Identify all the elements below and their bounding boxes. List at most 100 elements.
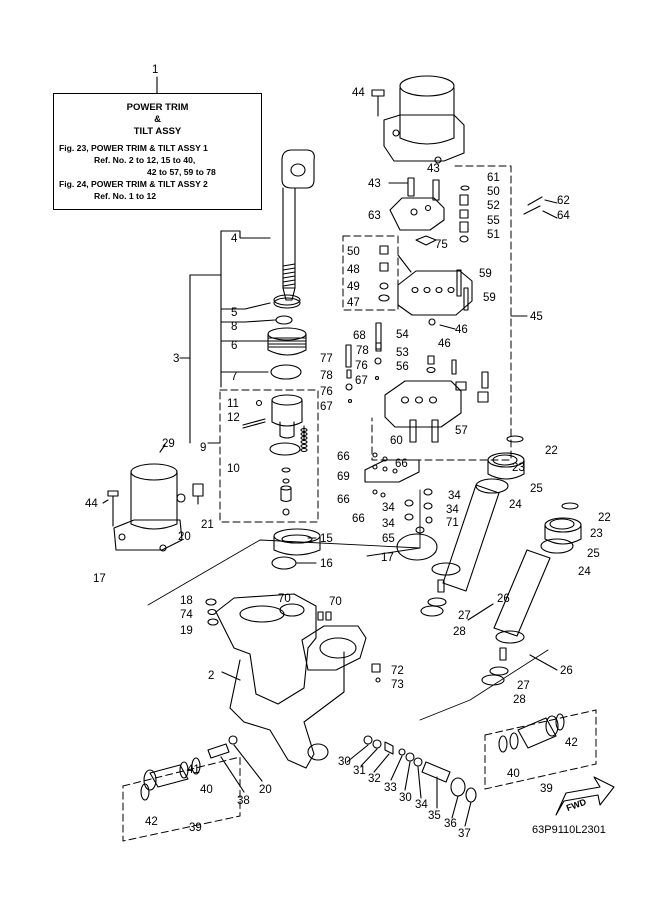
part-label-54: 54 (396, 329, 409, 341)
part-label-49: 49 (347, 281, 360, 293)
part-label-57: 57 (455, 425, 468, 437)
part-34e (413, 757, 423, 767)
valve-port (435, 286, 443, 294)
part-label-37: 37 (458, 828, 471, 840)
part-label-42a: 42 (145, 816, 158, 828)
assembly-info-box: POWER TRIM & TILT ASSY Fig. 23, POWER TR… (53, 93, 262, 210)
part-label-44b: 44 (85, 498, 98, 510)
part-27b (489, 666, 509, 676)
leader-2 (221, 671, 241, 681)
part-20-ring (176, 493, 186, 503)
part-46a (428, 318, 436, 326)
part-label-26a: 26 (497, 593, 510, 605)
leader-valve-train (417, 766, 422, 799)
block-port (400, 396, 410, 404)
diagram-code: 63P9110L2301 (532, 824, 606, 836)
sub-assembly-box-41 (122, 756, 241, 842)
part-27b-plug (499, 647, 507, 661)
housing-lower (229, 651, 345, 769)
fwd-arrow (555, 776, 615, 816)
spring-coil (300, 431, 308, 437)
part-label-44a: 44 (352, 87, 365, 99)
part-23a (492, 454, 518, 466)
part-15-top (273, 528, 321, 544)
housing-upper (215, 593, 317, 705)
part-label-40b: 40 (507, 768, 520, 780)
rod-thread (282, 263, 296, 267)
part-40b (509, 732, 519, 750)
part-label-23a: 23 (512, 462, 525, 474)
spring-coil (300, 427, 308, 433)
part-label-65: 65 (382, 533, 395, 545)
leader-5 (220, 302, 271, 310)
leader-20b (233, 744, 263, 782)
leader-50b (397, 254, 412, 273)
part-40b-2 (498, 735, 508, 753)
part-78b (346, 369, 352, 379)
part-65 (415, 526, 425, 534)
part-label-21: 21 (201, 519, 214, 531)
sub-assembly-box-39 (484, 709, 597, 790)
part-label-7: 7 (231, 371, 237, 383)
part-label-42b: 42 (565, 737, 578, 749)
part-label-18: 18 (180, 595, 193, 607)
collar-parts (455, 381, 489, 403)
info-title-line-3: TILT ASSY (133, 126, 182, 137)
part-44-bolt (107, 490, 119, 527)
part-label-16: 16 (320, 558, 333, 570)
valve-port (411, 286, 419, 294)
part-label-68: 68 (353, 330, 366, 342)
part-68-spring (375, 322, 382, 350)
part-label-8: 8 (231, 321, 237, 333)
part-78a (375, 342, 382, 352)
part-30b (405, 752, 415, 762)
part-76b (345, 383, 353, 391)
part-label-66a: 66 (337, 451, 350, 463)
plate-hole (392, 468, 398, 474)
part-label-46a: 46 (455, 324, 468, 336)
leader-26a (467, 603, 494, 621)
part-label-59b: 59 (483, 292, 496, 304)
part-label-24a: 24 (509, 499, 522, 511)
part-label-67b: 67 (320, 401, 333, 413)
part-label-38: 38 (237, 795, 250, 807)
part-59a (456, 269, 462, 297)
part-label-27b: 27 (517, 680, 530, 692)
rod-tip (282, 287, 296, 301)
part-63-plate (389, 197, 445, 231)
part-66 (372, 489, 378, 495)
part-75 (415, 235, 437, 246)
housing-right (301, 625, 367, 671)
part-label-67a: 67 (355, 375, 368, 387)
rod-thread (282, 279, 296, 283)
part-66 (380, 492, 386, 498)
part-label-2: 2 (208, 670, 214, 682)
part-label-69: 69 (337, 471, 350, 483)
spring-coil (300, 439, 308, 445)
bracket-line-17 (147, 539, 421, 606)
leader-valve-train (451, 795, 459, 819)
plug (280, 487, 292, 503)
part-label-76a: 76 (355, 360, 368, 372)
block-port (428, 396, 438, 404)
part-66 (372, 452, 378, 458)
part-label-36: 36 (444, 818, 457, 830)
part-label-30a: 30 (338, 756, 351, 768)
part-label-22a: 22 (545, 445, 558, 457)
part-76a (374, 357, 382, 365)
flange-hole (118, 533, 126, 541)
part-37 (465, 787, 477, 803)
part-label-26b: 26 (560, 665, 573, 677)
part-29-flange (113, 519, 183, 551)
bracket-line-26 (419, 649, 549, 721)
flange-hole (159, 544, 167, 552)
leader-valve-train (404, 761, 411, 791)
part-label-25b: 25 (587, 548, 600, 560)
part-19 (207, 618, 219, 626)
part-39-end-left (143, 769, 157, 791)
part-label-17b: 17 (381, 552, 394, 564)
part-16-oring (271, 556, 297, 570)
part-71 (425, 516, 433, 524)
part-24b (540, 538, 574, 554)
